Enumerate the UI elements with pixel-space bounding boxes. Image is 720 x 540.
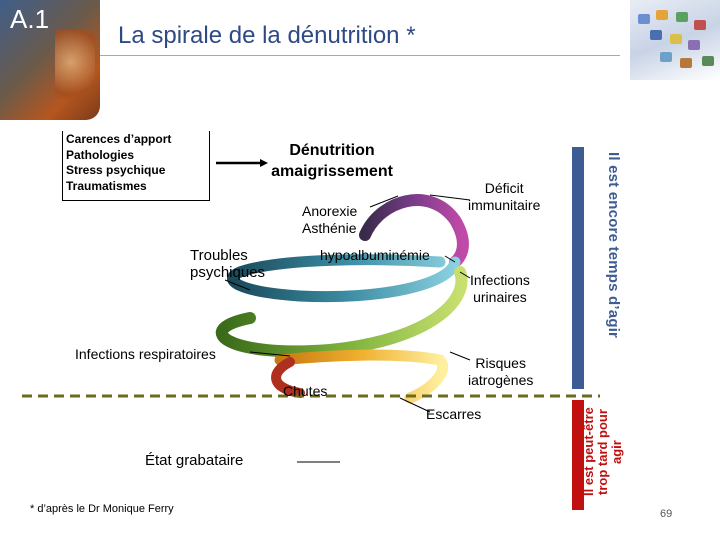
label-deficit-immunitaire: Déficit immunitaire [468,180,540,214]
label-etat-grabataire: État grabataire [145,452,243,469]
label-infections-urinaires: Infections urinaires [470,272,530,306]
label-hypoalbuminemie: hypoalbuminémie [320,247,430,263]
side-text-bottom: Il est peut-être trop tard pour agir [582,398,624,506]
side-bar-top [572,147,584,389]
label-escarres: Escarres [426,406,481,422]
label-troubles-psychiques: Troubles psychiques [190,247,265,281]
label-deficit-line-1: Déficit [468,180,540,197]
pointer-risques [450,352,470,360]
label-anorexie-line: Anorexie [302,203,357,220]
label-risques-line-2: iatrogènes [468,372,533,389]
denutrition-line-1: Dénutrition [262,140,402,161]
page-number: 69 [660,508,672,520]
label-infu-line-2: urinaires [470,289,530,306]
label-asthenie-line: Asthénie [302,220,357,237]
label-deficit-line-2: immunitaire [468,197,540,214]
side-text-top: Il est encore temps d’agir [605,152,622,338]
label-troubles-line-1: Troubles [190,247,265,264]
spiral-ring-2 [233,260,456,297]
label-risques-iatrogenes: Risques iatrogènes [468,355,533,389]
denutrition-line-2: amaigrissement [262,161,402,182]
label-chutes: Chutes [283,383,327,399]
footnote: * d’après le Dr Monique Ferry [30,503,174,515]
label-anorexie: Anorexie Asthénie [302,203,357,237]
label-infections-respiratoires: Infections respiratoires [75,346,216,362]
denutrition-title: Dénutrition amaigrissement [262,140,402,182]
label-risques-line-1: Risques [468,355,533,372]
label-infu-line-1: Infections [470,272,530,289]
label-troubles-line-2: psychiques [190,264,265,281]
